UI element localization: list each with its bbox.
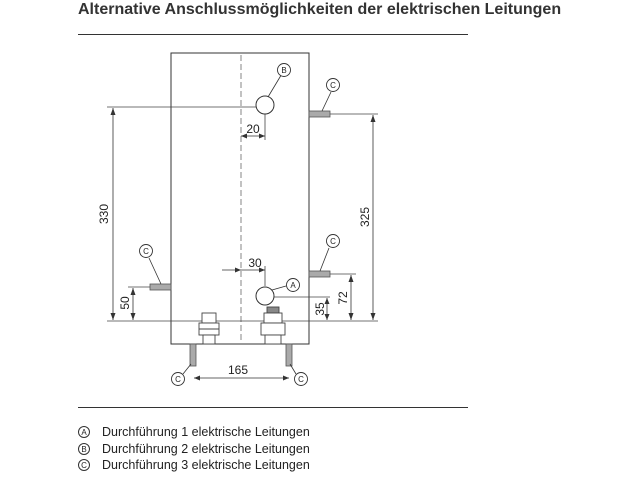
callout-c-top: C [326,78,340,92]
arrow-72-bottom [348,313,354,320]
bottom-divider [78,407,468,408]
arrow-325-bottom [370,313,376,320]
arrow-20-right [259,133,265,139]
legend-text-c: Durchführung 3 elektrische Leitungen [102,458,310,473]
arrow-30-right [259,267,265,273]
cable-stub-bottom-right [285,343,293,367]
arrow-330-bottom [110,313,116,320]
svg-text:A: A [290,281,296,290]
leader-c-left [148,257,162,285]
arrow-165-right [283,375,289,381]
entry-point-b [255,95,275,115]
callout-c-bottom-left: C [171,372,185,386]
legend-marker-a: A [78,426,90,439]
cable-stub-right-bottom [308,270,331,278]
cable-stub-bottom-left [189,343,197,367]
leader-a [271,285,287,291]
page-title: Alternative Anschlussmöglichkeiten der e… [78,1,562,18]
dimension-72: 72 [336,291,350,305]
dimension-20: 20 [246,122,260,136]
cable-stub-left [149,283,172,291]
dimension-165: 165 [228,363,248,377]
dimension-30: 30 [248,256,262,270]
svg-text:C: C [330,81,336,90]
entry-point-a [255,286,275,306]
dimension-50: 50 [118,296,132,310]
callout-b: B [277,63,291,77]
dimension-330: 330 [97,204,111,224]
legend-item-a: A Durchführung 1 elektrische Leitungen [78,424,310,441]
svg-text:C: C [330,237,336,246]
callout-c-right: C [326,234,340,248]
svg-text:C: C [143,247,149,256]
arrow-325-top [370,115,376,122]
arrow-30-left [235,267,241,273]
callout-c-left: C [139,244,153,258]
arrow-165-left [194,375,200,381]
legend-marker-b: B [78,442,90,455]
cable-stub-right-top [308,110,331,118]
callout-a: A [286,278,300,292]
arrow-330-top [110,108,116,115]
legend-text-b: Durchführung 2 elektrische Leitungen [102,441,310,456]
arrow-72-top [348,275,354,282]
callout-c-bottom-right: C [294,372,308,386]
svg-text:C: C [298,375,304,384]
arrow-50-bottom [130,313,136,320]
arrow-20-left [241,133,247,139]
leader-c-right [319,247,330,272]
top-divider [78,34,468,35]
arrow-50-top [130,288,136,295]
arrow-35-top [324,298,330,304]
leader-c-bottom-left [182,363,192,375]
legend-item-b: B Durchführung 2 elektrische Leitungen [78,441,310,458]
dimension-325: 325 [358,207,372,227]
legend-item-c: C Durchführung 3 elektrische Leitungen [78,457,310,474]
leader-c-bottom-right [289,363,297,375]
appliance-body [170,52,310,345]
leader-c-top [321,91,332,112]
leader-b [267,71,284,98]
dimension-35: 35 [313,302,327,316]
pipe-fitting-right [260,306,286,345]
svg-text:C: C [175,375,181,384]
legend: A Durchführung 1 elektrische Leitungen B… [78,424,310,474]
legend-marker-c: C [78,459,90,472]
pipe-fitting-left [198,312,220,345]
svg-text:B: B [281,66,286,75]
arrow-35-bottom [324,314,330,320]
legend-text-a: Durchführung 1 elektrische Leitungen [102,425,310,440]
